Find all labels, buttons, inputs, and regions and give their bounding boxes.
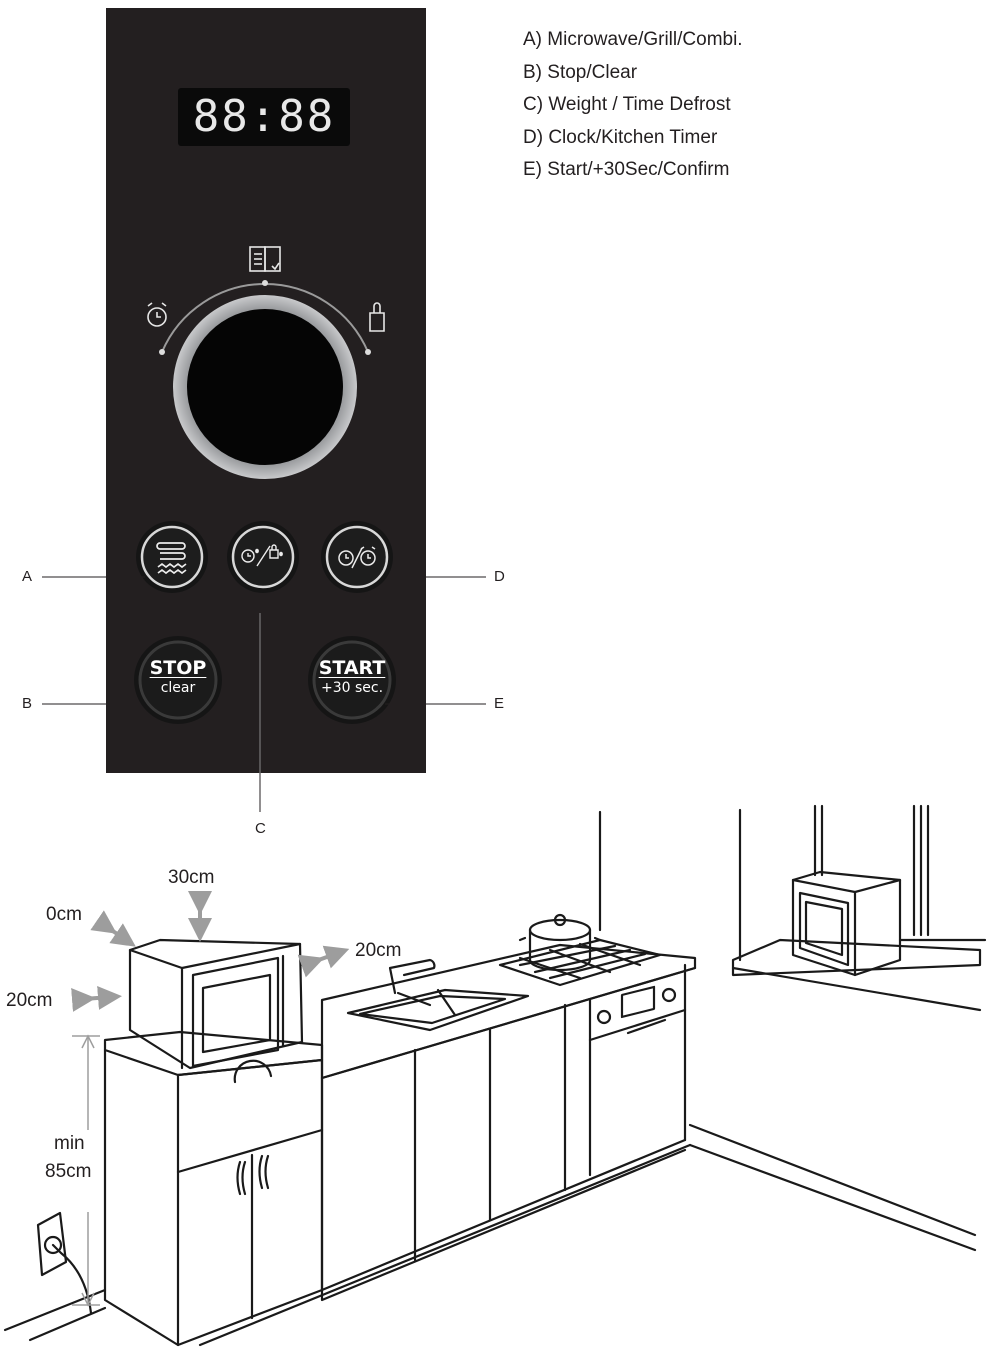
callout-c: C [255, 820, 266, 837]
dial-dot-right [365, 349, 371, 355]
legend-item-b: B) Stop/Clear [523, 61, 638, 83]
height-marker [72, 1034, 100, 1307]
control-knob-face[interactable] [187, 309, 343, 465]
start-button-label: START +30 sec. [302, 657, 402, 697]
clock-timer-icon [338, 546, 376, 569]
weight-icon [369, 302, 385, 332]
legend-item-a: A) Microwave/Grill/Combi. [523, 29, 743, 50]
start-button[interactable] [308, 636, 396, 724]
callout-e: E [494, 695, 505, 712]
microwave-grill-icon [156, 542, 187, 575]
alarm-clock-icon [147, 302, 167, 327]
microwave-grill-button[interactable] [136, 521, 208, 593]
stop-button-label: STOP clear [128, 657, 228, 697]
stop-clear-button[interactable] [134, 636, 222, 724]
clearance-right: 20cm [355, 940, 402, 961]
callout-d: D [494, 568, 505, 585]
stop-label: STOP [149, 657, 207, 679]
height-value-label: 85cm [45, 1161, 92, 1182]
legend-item-c: C) Weight / Time Defrost [523, 94, 731, 115]
clearance-top: 30cm [168, 867, 215, 888]
callout-b: B [22, 695, 33, 712]
defrost-icon [241, 544, 283, 567]
start-label: START [318, 657, 386, 679]
dial-dot-left [159, 349, 165, 355]
plus30-label: +30 sec. [320, 680, 384, 696]
time-display: 88:88 [178, 88, 350, 146]
kitchen-illustration [3, 804, 987, 1347]
dial-dot-top [262, 280, 268, 286]
legend-item-e: E) Start/+30Sec/Confirm [523, 159, 730, 180]
clearance-left: 20cm [6, 990, 53, 1011]
button-legend: A) Microwave/Grill/Combi. B) Stop/Clear … [523, 24, 743, 187]
legend-item-d: D) Clock/Kitchen Timer [523, 126, 718, 148]
clear-label: clear [160, 680, 196, 696]
clearance-back: 0cm [46, 904, 82, 925]
clearance-arrows [71, 891, 350, 1012]
callout-lines [42, 576, 486, 705]
height-min-label: min [54, 1133, 85, 1154]
recipe-book-icon [249, 246, 281, 272]
callout-a: A [22, 568, 33, 585]
